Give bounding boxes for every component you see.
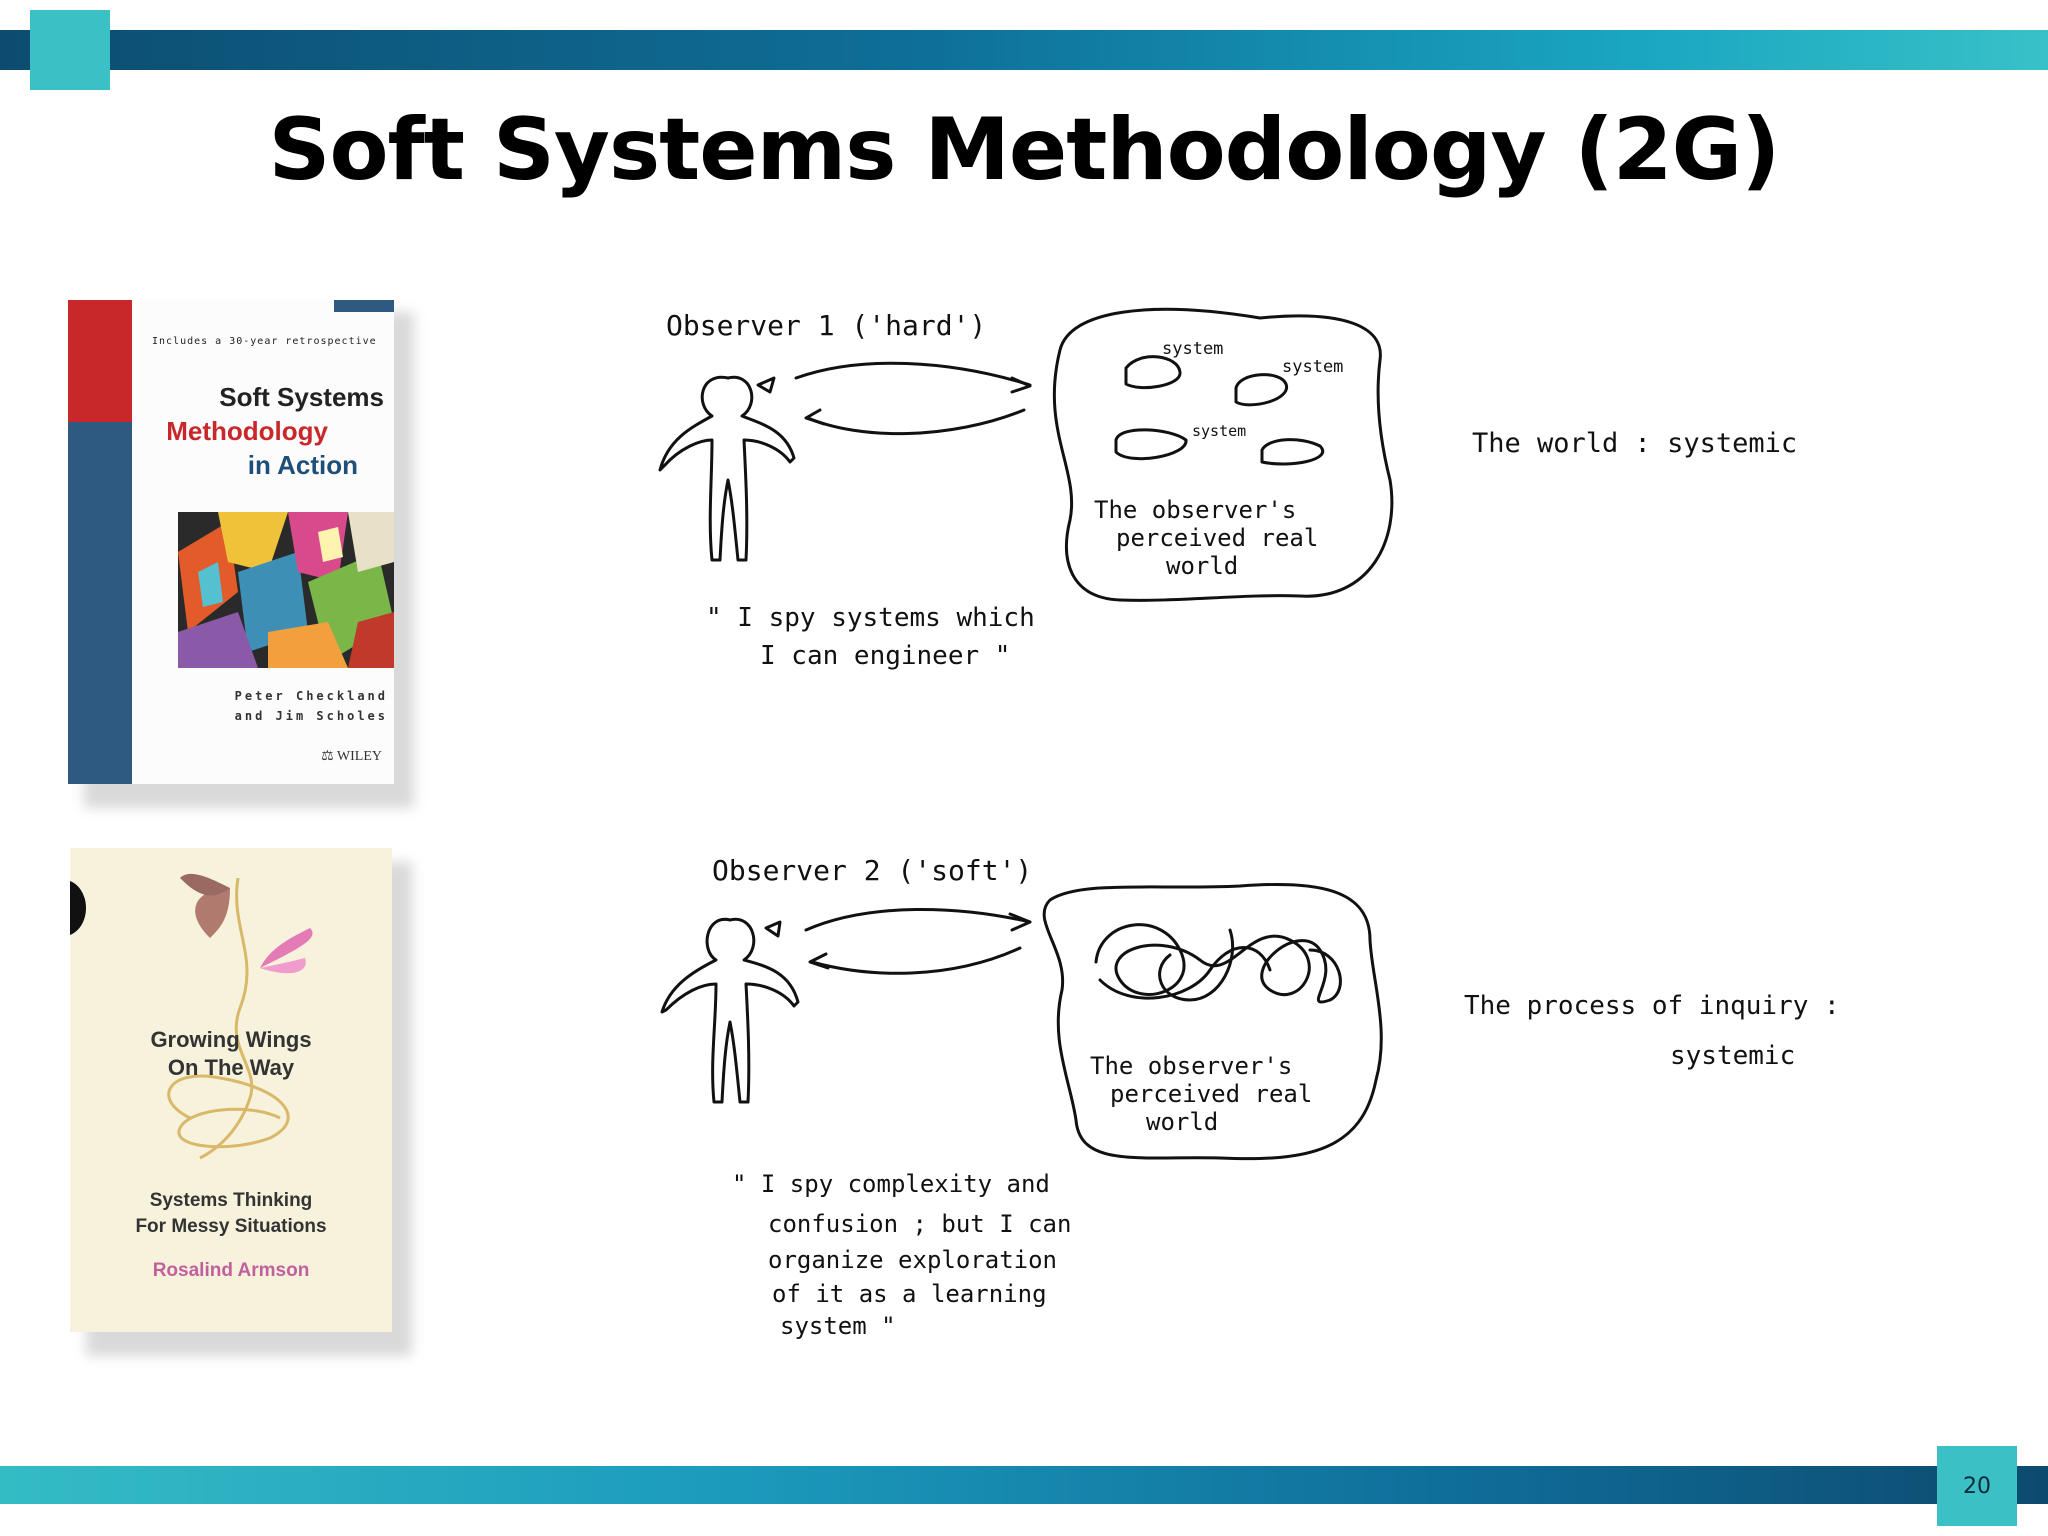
stick-figure-2 xyxy=(660,917,800,1104)
system-bubble-4 xyxy=(1260,438,1325,466)
book-cover-soft-systems: Includes a 30-year retrospective Soft Sy… xyxy=(68,300,394,784)
book-title-line1: Soft Systems xyxy=(219,382,384,412)
cover-wings-illustration xyxy=(167,873,313,1160)
book-title-line2: Methodology xyxy=(166,416,328,446)
quote2-line4: of it as a learning xyxy=(772,1280,1047,1308)
slide-title: Soft Systems Methodology (2G) xyxy=(268,100,1781,200)
book2-title-line2: On The Way xyxy=(167,1055,295,1080)
world2-caption-line3: world xyxy=(1146,1108,1218,1136)
book-authors: Peter Checkland and Jim Scholes xyxy=(178,686,388,726)
stick-figure-1 xyxy=(658,375,796,562)
world2-caption-line1: The observer's xyxy=(1090,1052,1292,1080)
cover-dark-circle xyxy=(70,880,86,936)
quote1-line1: " I spy systems which xyxy=(706,603,1035,633)
book-authors-line2: and Jim Scholes xyxy=(234,709,388,723)
cover-red-block xyxy=(68,300,132,422)
world-blob-2 xyxy=(1042,882,1383,1161)
book-authors-line1: Peter Checkland xyxy=(234,689,388,703)
book2-author: Rosalind Armson xyxy=(152,1260,310,1281)
book2-subtitle-line2: For Messy Situations xyxy=(135,1216,327,1237)
book-publisher: ⚖ WILEY xyxy=(268,748,382,765)
top-accent-square xyxy=(30,10,110,90)
observer2-label: Observer 2 ('soft') xyxy=(712,854,1032,887)
book2-title-line1: Growing Wings xyxy=(150,1027,312,1052)
world1-caption-line1: The observer's xyxy=(1094,496,1296,524)
book2-title: Growing Wings On The Way xyxy=(70,1026,392,1082)
side-note-2-line1: The process of inquiry : xyxy=(1464,991,1840,1021)
publisher-name: WILEY xyxy=(336,749,382,764)
side-note-2-line2: systemic xyxy=(1670,1041,1795,1071)
world2-caption-line2: perceived real xyxy=(1110,1080,1312,1108)
cover-white-stripe xyxy=(132,300,146,784)
book2-subtitle-line1: Systems Thinking xyxy=(149,1190,313,1211)
side-note-1: The world : systemic xyxy=(1472,428,1797,459)
cover-abstract-art xyxy=(178,512,394,668)
quote2-line2: confusion ; but I can xyxy=(768,1210,1071,1238)
book-cover-growing-wings: Growing Wings On The Way Systems Thinkin… xyxy=(70,848,392,1332)
book-title-line3: in Action xyxy=(247,450,358,480)
page-number: 20 xyxy=(1937,1446,2017,1526)
system-label-2: system xyxy=(1282,357,1343,377)
system-bubble-2 xyxy=(1234,373,1288,407)
cover-navy-block xyxy=(68,422,132,784)
quote2-line3: organize exploration xyxy=(768,1246,1057,1274)
system-label-1: system xyxy=(1162,339,1223,359)
eye-icon xyxy=(764,920,782,938)
system-bubble-3 xyxy=(1114,428,1188,461)
bottom-banner-bar xyxy=(0,1466,2048,1504)
world1-caption-line3: world xyxy=(1166,552,1238,580)
quote2-line5: system " xyxy=(780,1312,896,1340)
tangle-scribble xyxy=(1094,923,1342,1004)
eye-icon xyxy=(756,376,776,394)
system-bubble-1 xyxy=(1124,355,1182,390)
publisher-logo-icon: ⚖ xyxy=(321,749,337,764)
world1-caption-line2: perceived real xyxy=(1116,524,1318,552)
cover-navy-corner xyxy=(334,300,394,312)
world-blob-1 xyxy=(1052,307,1394,602)
book2-subtitle: Systems Thinking For Messy Situations xyxy=(70,1188,392,1240)
observer1-label: Observer 1 ('hard') xyxy=(666,309,986,342)
quote1-line2: I can engineer " xyxy=(760,641,1010,671)
system-label-3: system xyxy=(1192,422,1246,440)
quote2-line1: " I spy complexity and xyxy=(732,1170,1050,1198)
top-banner-bar xyxy=(0,30,2048,70)
book-tagline: Includes a 30-year retrospective xyxy=(152,336,377,347)
